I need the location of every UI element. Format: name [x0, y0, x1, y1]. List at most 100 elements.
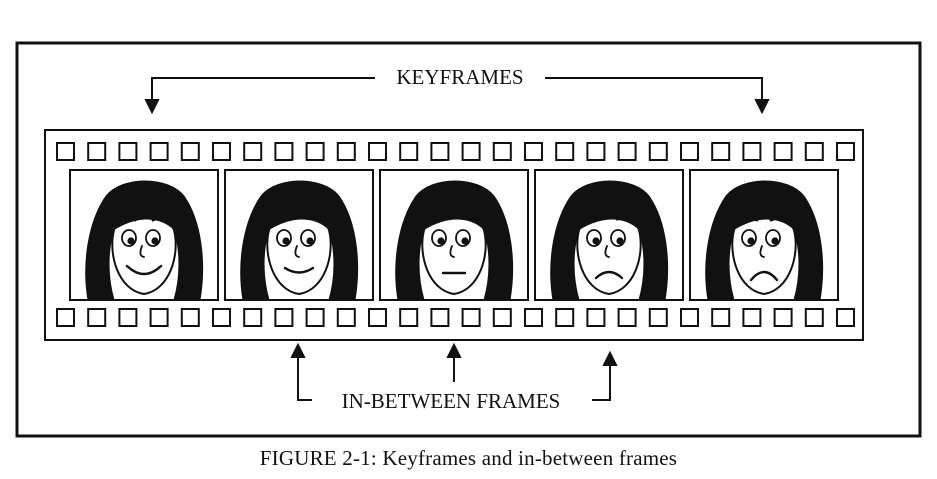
face-big-smile [85, 180, 204, 301]
right-eyebrow [615, 213, 636, 221]
left-eyebrow [582, 213, 603, 221]
sprocket-hole [461, 308, 481, 327]
nose [294, 245, 300, 258]
right-eyebrow [769, 211, 792, 222]
left-eyebrow [272, 215, 292, 220]
sprocket-hole [399, 308, 419, 327]
in-between-label: IN-BETWEEN FRAMES [342, 389, 561, 413]
sprocket-hole [336, 142, 356, 161]
sprocket-hole [118, 142, 138, 161]
sprocket-hole [742, 308, 762, 327]
sprocket-hole [524, 308, 543, 327]
right-eyebrow [306, 215, 326, 220]
sprocket-hole [149, 142, 169, 161]
pupil [592, 237, 600, 245]
sprocket-hole [555, 308, 575, 327]
sprocket-hole [87, 142, 107, 161]
sprocket-hole [804, 308, 824, 327]
bangs [114, 210, 174, 230]
sprocket-hole [180, 142, 200, 161]
film-strip-border [44, 129, 864, 341]
sprocket-hole [305, 308, 325, 327]
sprocket-hole [149, 308, 169, 327]
sprocket-hole [524, 142, 543, 161]
sprocket-hole [212, 142, 231, 161]
sprocket-hole [336, 308, 356, 327]
mouth [125, 264, 163, 276]
sprocket-hole [742, 142, 762, 161]
sprocket-hole [773, 142, 793, 161]
bangs [269, 210, 329, 230]
sprocket-hole [492, 308, 512, 327]
sprocket-row-top [56, 142, 855, 161]
bangs [424, 210, 484, 230]
sprocket-hole [212, 308, 231, 327]
sprocket-hole [180, 308, 200, 327]
sprocket-hole [243, 308, 263, 327]
sprocket-row-bottom [56, 308, 855, 327]
sprocket-hole [243, 142, 263, 161]
sprocket-hole [648, 142, 668, 161]
sprocket-hole [56, 308, 75, 327]
sprocket-hole [773, 308, 793, 327]
sprocket-hole [617, 308, 637, 327]
film-frame-big-smile [69, 169, 219, 301]
sprocket-hole [836, 308, 855, 327]
film-frame-frown [534, 169, 684, 301]
keyframes-label: KEYFRAMES [396, 65, 523, 89]
left-eyebrow [736, 211, 759, 222]
sprocket-hole [118, 308, 138, 327]
bangs [734, 210, 794, 230]
sprocket-hole [711, 308, 731, 327]
in-between-bracket [290, 342, 618, 401]
sprocket-hole [586, 142, 606, 161]
face-neutral [395, 180, 514, 301]
sprocket-hole [56, 142, 75, 161]
sprocket-hole [430, 308, 450, 327]
sprocket-hole [555, 142, 575, 161]
face-angry-frown [705, 180, 824, 301]
figure-caption: FIGURE 2-1: Keyframes and in-between fra… [259, 446, 678, 470]
nose [604, 245, 610, 258]
sprocket-hole [711, 142, 731, 161]
keyframes-bracket [144, 77, 770, 115]
mouth [594, 270, 624, 280]
sprocket-hole [804, 142, 824, 161]
pupil [282, 237, 290, 245]
figure-border [15, 41, 922, 438]
film-frame-neutral [379, 169, 529, 301]
mouth [283, 266, 315, 274]
sprocket-hole [586, 308, 606, 327]
sprocket-hole [305, 142, 325, 161]
pupil [437, 237, 445, 245]
sprocket-hole [274, 308, 294, 327]
pupil [747, 237, 755, 245]
face-smile [240, 180, 359, 301]
pupil [306, 237, 314, 245]
sprocket-hole [87, 308, 107, 327]
right-eyebrow [151, 216, 172, 224]
nose [139, 245, 145, 258]
nose [759, 245, 765, 258]
sprocket-hole [680, 142, 699, 161]
sprocket-hole [648, 308, 668, 327]
pupil [127, 237, 135, 245]
pupil [771, 237, 779, 245]
face-frown [550, 180, 669, 301]
sprocket-hole [430, 142, 450, 161]
sprocket-hole [680, 308, 699, 327]
pupil [461, 237, 469, 245]
nose [449, 245, 455, 258]
sprocket-hole [368, 142, 387, 161]
sprocket-hole [461, 142, 481, 161]
bangs [579, 210, 639, 230]
mouth [749, 270, 779, 282]
frames-row [69, 169, 839, 301]
film-frame-angry-frown [689, 169, 839, 301]
film-frame-smile [224, 169, 374, 301]
sprocket-hole [836, 142, 855, 161]
pupil [151, 237, 159, 245]
pupil [616, 237, 624, 245]
sprocket-hole [274, 142, 294, 161]
sprocket-hole [492, 142, 512, 161]
